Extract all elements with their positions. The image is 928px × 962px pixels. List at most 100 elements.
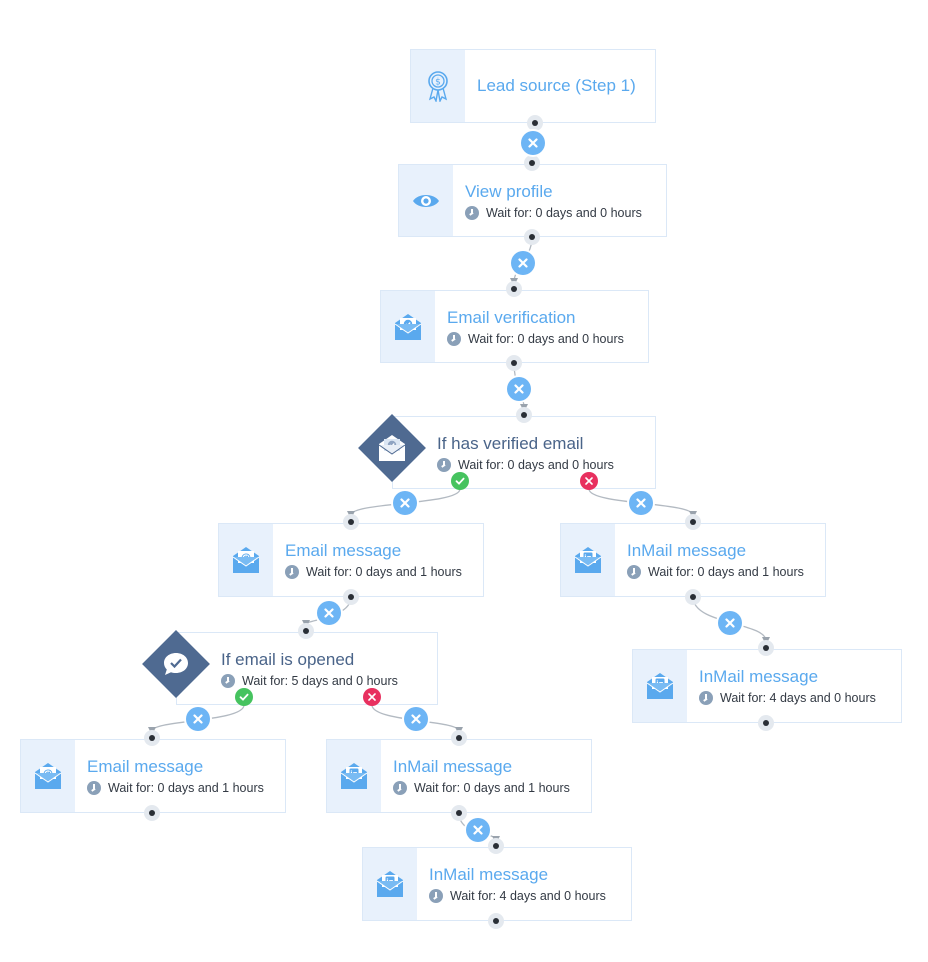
close-icon (636, 498, 646, 508)
envelope-check-icon (378, 435, 406, 461)
clock-icon (221, 673, 235, 688)
wait-text: Wait for: 0 days and 0 hours (486, 205, 642, 220)
clock-icon (87, 781, 101, 795)
output-port[interactable] (685, 589, 701, 605)
clock-icon (627, 565, 641, 579)
wait-text: Wait for: 4 days and 0 hours (450, 889, 606, 903)
clock-icon (429, 889, 443, 903)
close-icon (473, 825, 483, 835)
close-icon (193, 714, 203, 724)
input-port[interactable] (488, 838, 504, 854)
check-icon (239, 693, 249, 701)
award-ribbon-icon: $ (428, 71, 448, 102)
branch-no-marker[interactable] (580, 472, 598, 490)
clock-icon (699, 691, 713, 705)
node-email-message-1[interactable]: @ Email message Wait for: 0 days and 1 h… (218, 523, 484, 597)
branch-yes-marker[interactable] (235, 688, 253, 706)
delete-connection-button[interactable] (466, 818, 490, 842)
envelope-check-icon (394, 313, 422, 340)
svg-text:$: $ (435, 78, 441, 88)
node-title: Email message (87, 757, 204, 776)
input-port[interactable] (524, 155, 540, 171)
envelope-linkedin-icon: in (646, 673, 674, 699)
close-icon (368, 693, 376, 701)
delete-connection-button[interactable] (511, 251, 535, 275)
branch-yes-marker[interactable] (451, 472, 469, 490)
input-port[interactable] (144, 730, 160, 746)
node-view-profile[interactable]: View profile Wait for: 0 days and 0 hour… (398, 164, 667, 237)
node-title: If email is opened (221, 649, 355, 669)
node-email-verification[interactable]: Email verification Wait for: 0 days and … (380, 290, 649, 363)
clock-icon (437, 457, 451, 472)
delete-connection-button[interactable] (507, 377, 531, 401)
chat-check-icon (164, 653, 188, 675)
delete-connection-button[interactable] (718, 611, 742, 635)
output-port[interactable] (758, 715, 774, 731)
node-if-email-is-opened[interactable]: If email is opened Wait for: 5 days and … (176, 632, 438, 705)
output-port[interactable] (524, 229, 540, 245)
wait-text: Wait for: 0 days and 1 hours (648, 565, 804, 579)
output-port[interactable] (506, 355, 522, 371)
envelope-at-icon: @ (232, 547, 260, 573)
clock-icon (465, 205, 479, 220)
node-lead-source[interactable]: $ Lead source (Step 1) (410, 49, 656, 123)
clock-icon (393, 781, 407, 795)
node-title: InMail message (627, 541, 747, 560)
envelope-linkedin-icon: in (574, 547, 602, 573)
clock-icon (285, 565, 299, 579)
node-inmail-message-1[interactable]: in InMail message Wait for: 0 days and 1… (560, 523, 826, 597)
eye-icon (413, 194, 439, 207)
input-port[interactable] (758, 640, 774, 656)
delete-connection-button[interactable] (404, 707, 428, 731)
close-icon (725, 618, 735, 628)
node-title: If has verified email (437, 433, 584, 453)
input-port[interactable] (298, 623, 314, 639)
node-inmail-message-3[interactable]: in InMail message Wait for: 0 days and 1… (326, 739, 592, 813)
input-port[interactable] (516, 407, 532, 423)
output-port[interactable] (488, 913, 504, 929)
envelope-linkedin-icon: in (376, 871, 404, 897)
node-inmail-message-4[interactable]: in InMail message Wait for: 4 days and 0… (362, 847, 632, 921)
node-title: View profile (465, 181, 553, 201)
output-port[interactable] (451, 805, 467, 821)
node-title: Email message (285, 541, 402, 560)
output-port[interactable] (144, 805, 160, 821)
envelope-at-icon: @ (34, 763, 62, 789)
wait-text: Wait for: 0 days and 1 hours (306, 565, 462, 579)
node-title: Lead source (Step 1) (477, 76, 636, 95)
delete-connection-button[interactable] (629, 491, 653, 515)
close-icon (518, 258, 528, 268)
node-email-message-2[interactable]: @ Email message Wait for: 0 days and 1 h… (20, 739, 286, 813)
delete-connection-button[interactable] (317, 601, 341, 625)
close-icon (528, 138, 538, 148)
output-port[interactable] (343, 589, 359, 605)
envelope-linkedin-icon: in (340, 763, 368, 789)
node-inmail-message-2[interactable]: in InMail message Wait for: 4 days and 0… (632, 649, 902, 723)
delete-connection-button[interactable] (186, 707, 210, 731)
delete-connection-button[interactable] (521, 131, 545, 155)
close-icon (411, 714, 421, 724)
node-if-has-verified-email[interactable]: If has verified email Wait for: 0 days a… (392, 416, 656, 489)
close-icon (585, 477, 593, 485)
input-port[interactable] (506, 281, 522, 297)
wait-text: Wait for: 5 days and 0 hours (242, 673, 398, 688)
input-port[interactable] (451, 730, 467, 746)
check-icon (455, 477, 465, 485)
close-icon (324, 608, 334, 618)
node-title: InMail message (699, 667, 819, 686)
delete-connection-button[interactable] (393, 491, 417, 515)
close-icon (514, 384, 524, 394)
input-port[interactable] (343, 514, 359, 530)
node-title: InMail message (429, 865, 549, 884)
node-title: InMail message (393, 757, 513, 776)
node-title: Email verification (447, 307, 576, 327)
input-port[interactable] (685, 514, 701, 530)
wait-text: Wait for: 0 days and 0 hours (458, 457, 614, 472)
output-port[interactable] (527, 115, 543, 131)
wait-text: Wait for: 0 days and 1 hours (414, 781, 570, 795)
wait-text: Wait for: 4 days and 0 hours (720, 691, 876, 705)
clock-icon (447, 331, 461, 346)
wait-text: Wait for: 0 days and 0 hours (468, 331, 624, 346)
close-icon (400, 498, 410, 508)
branch-no-marker[interactable] (363, 688, 381, 706)
